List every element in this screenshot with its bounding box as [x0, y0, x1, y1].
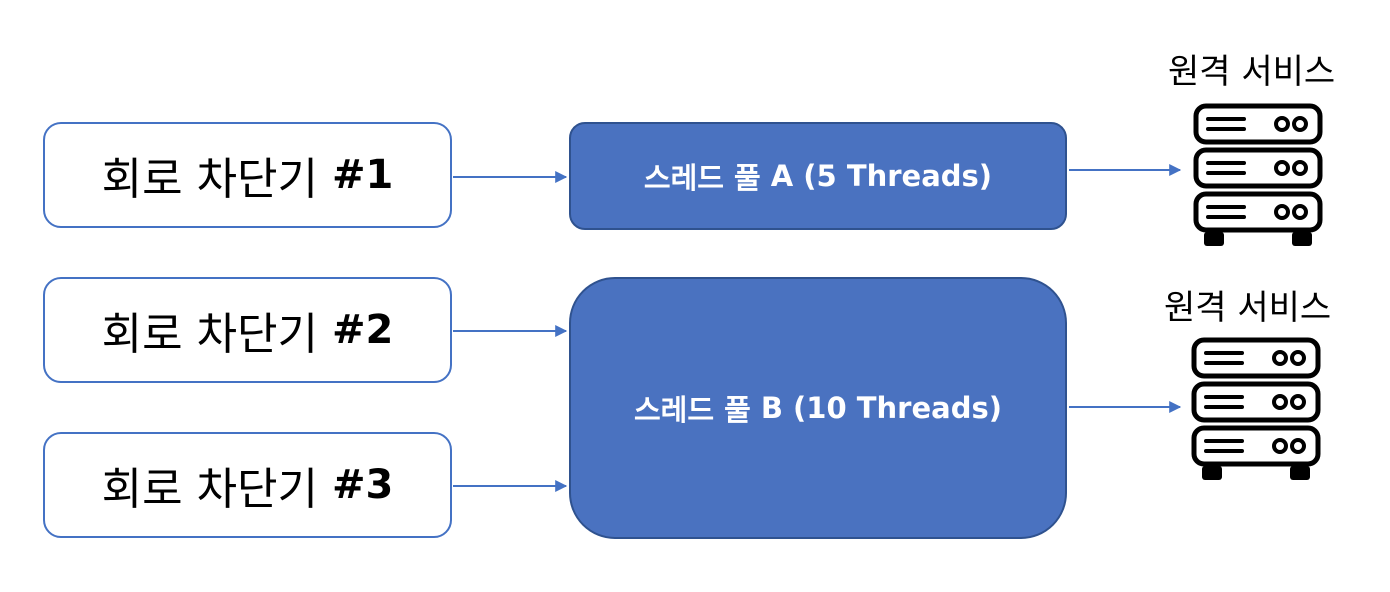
circuit-breaker-label: 회로 차단기	[101, 309, 319, 360]
circuit-breaker-number: #3	[332, 462, 394, 508]
thread-pool-name: 스레드 풀	[643, 161, 761, 195]
remote-service-label-2: 원격 서비스	[1164, 288, 1332, 328]
circuit-breaker-number: #1	[332, 152, 394, 198]
circuit-breaker-label: 회로 차단기	[101, 154, 319, 205]
circuit-breaker-3: 회로 차단기 #3	[43, 432, 452, 538]
remote-service-label-1: 원격 서비스	[1168, 52, 1336, 92]
server-rack-icon	[1193, 103, 1323, 246]
server-rack-icon	[1191, 337, 1321, 480]
circuit-breaker-label: 회로 차단기	[101, 464, 319, 515]
thread-pool-a: 스레드 풀 A (5 Threads)	[569, 122, 1067, 230]
circuit-breaker-1: 회로 차단기 #1	[43, 122, 452, 228]
thread-pool-detail: B (10 Threads)	[760, 391, 1002, 425]
circuit-breaker-2: 회로 차단기 #2	[43, 277, 452, 383]
thread-pool-detail: A (5 Threads)	[770, 159, 993, 193]
circuit-breaker-number: #2	[332, 307, 394, 353]
thread-pool-name: 스레드 풀	[634, 393, 751, 427]
thread-pool-b: 스레드 풀 B (10 Threads)	[569, 277, 1067, 539]
